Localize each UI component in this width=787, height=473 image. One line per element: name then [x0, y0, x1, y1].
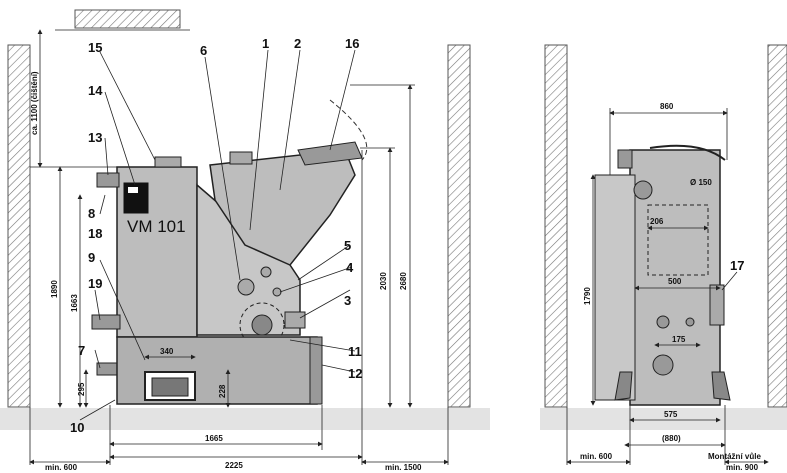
front-foot-left — [614, 371, 633, 401]
part-number-14: 14 — [88, 83, 103, 98]
ceiling-block — [74, 9, 181, 29]
part-number-19: 19 — [88, 276, 102, 291]
hopper-cap — [229, 151, 253, 165]
ash-door-inner — [151, 377, 189, 397]
wall-left-front — [544, 44, 568, 408]
dim-min-left: min. 600 — [45, 463, 78, 472]
pipe-low-left — [96, 362, 120, 376]
dim-front-min-left: min. 600 — [580, 452, 613, 461]
dim-width-880: (880) — [662, 434, 681, 443]
burner — [251, 314, 273, 336]
dim-height-1663: 1663 — [70, 294, 79, 312]
front-top-left-box — [617, 149, 633, 169]
burner-circle — [239, 302, 285, 348]
part-number-16: 16 — [345, 36, 359, 51]
part-number-3: 3 — [344, 293, 351, 308]
part-number-18: 18 — [88, 226, 102, 241]
dim-width-340: 340 — [160, 347, 174, 356]
part-number-7: 7 — [78, 343, 85, 358]
wall-right-front — [767, 44, 787, 408]
front-foot-right — [711, 371, 731, 401]
dim-width-575: 575 — [664, 410, 678, 419]
dim-min-right: min. 1500 — [385, 463, 422, 472]
dim-mount-min: min. 900 — [726, 463, 759, 472]
port-2 — [260, 266, 272, 278]
dim-width-500: 500 — [668, 277, 682, 286]
part-number-10: 10 — [70, 420, 84, 435]
dim-width-2225: 2225 — [225, 461, 243, 470]
part-number-5: 5 — [344, 238, 351, 253]
flue-outlet — [633, 180, 653, 200]
part-number-13: 13 — [88, 130, 102, 145]
front-port-1 — [656, 315, 670, 329]
hopper-outline-dashed — [647, 204, 709, 276]
floor-side — [0, 408, 490, 430]
front-port-2 — [685, 317, 695, 327]
side-panel-right — [309, 336, 323, 405]
dim-height-2680: 2680 — [399, 272, 408, 290]
part-number-12: 12 — [348, 366, 362, 381]
dim-height-1890: 1890 — [50, 280, 59, 298]
part-number-11: 11 — [348, 344, 362, 359]
top-cap — [154, 156, 182, 168]
part-number-2: 2 — [294, 36, 301, 51]
dim-width-206: 206 — [650, 217, 664, 226]
dim-clearance-top: ca. 1100 (čištění) — [30, 71, 39, 135]
dim-width-175: 175 — [672, 335, 686, 344]
boiler-base — [116, 336, 318, 405]
part-number-17: 17 — [730, 258, 744, 273]
front-motor — [709, 284, 725, 326]
dim-height-228: 228 — [218, 384, 227, 398]
port-3 — [272, 287, 282, 297]
front-left-column — [594, 174, 636, 401]
part-number-9: 9 — [88, 250, 95, 265]
dim-diameter-150: Ø 150 — [690, 178, 712, 187]
front-port-3 — [652, 354, 674, 376]
part-number-6: 6 — [200, 43, 207, 58]
motor — [284, 311, 306, 329]
leader-lines — [79, 49, 738, 421]
pipe-top-left — [96, 172, 120, 188]
part-number-15: 15 — [88, 40, 102, 55]
side-dimension-lines — [29, 29, 449, 465]
lid-swing-arc — [329, 99, 368, 161]
model-label: VM 101 — [127, 217, 186, 236]
port-1 — [237, 278, 255, 296]
dim-width-1665: 1665 — [205, 434, 223, 443]
wall-right-side — [447, 44, 471, 408]
pipe-mid-left — [91, 314, 121, 330]
dim-width-860: 860 — [660, 102, 674, 111]
hopper-lid — [297, 141, 363, 166]
front-top-pipe — [649, 144, 726, 161]
front-dimension-lines — [566, 108, 769, 465]
part-number-1: 1 — [262, 36, 269, 51]
wall-left-side — [7, 44, 31, 408]
panel-display — [128, 187, 138, 193]
dim-height-1790: 1790 — [583, 287, 592, 305]
dim-height-295: 295 — [77, 382, 86, 396]
boiler-side-view — [91, 99, 368, 405]
dim-mount-clearance: Montážní vůle — [708, 452, 761, 461]
dim-height-2030: 2030 — [379, 272, 388, 290]
part-number-4: 4 — [346, 260, 354, 275]
part-number-8: 8 — [88, 206, 95, 221]
